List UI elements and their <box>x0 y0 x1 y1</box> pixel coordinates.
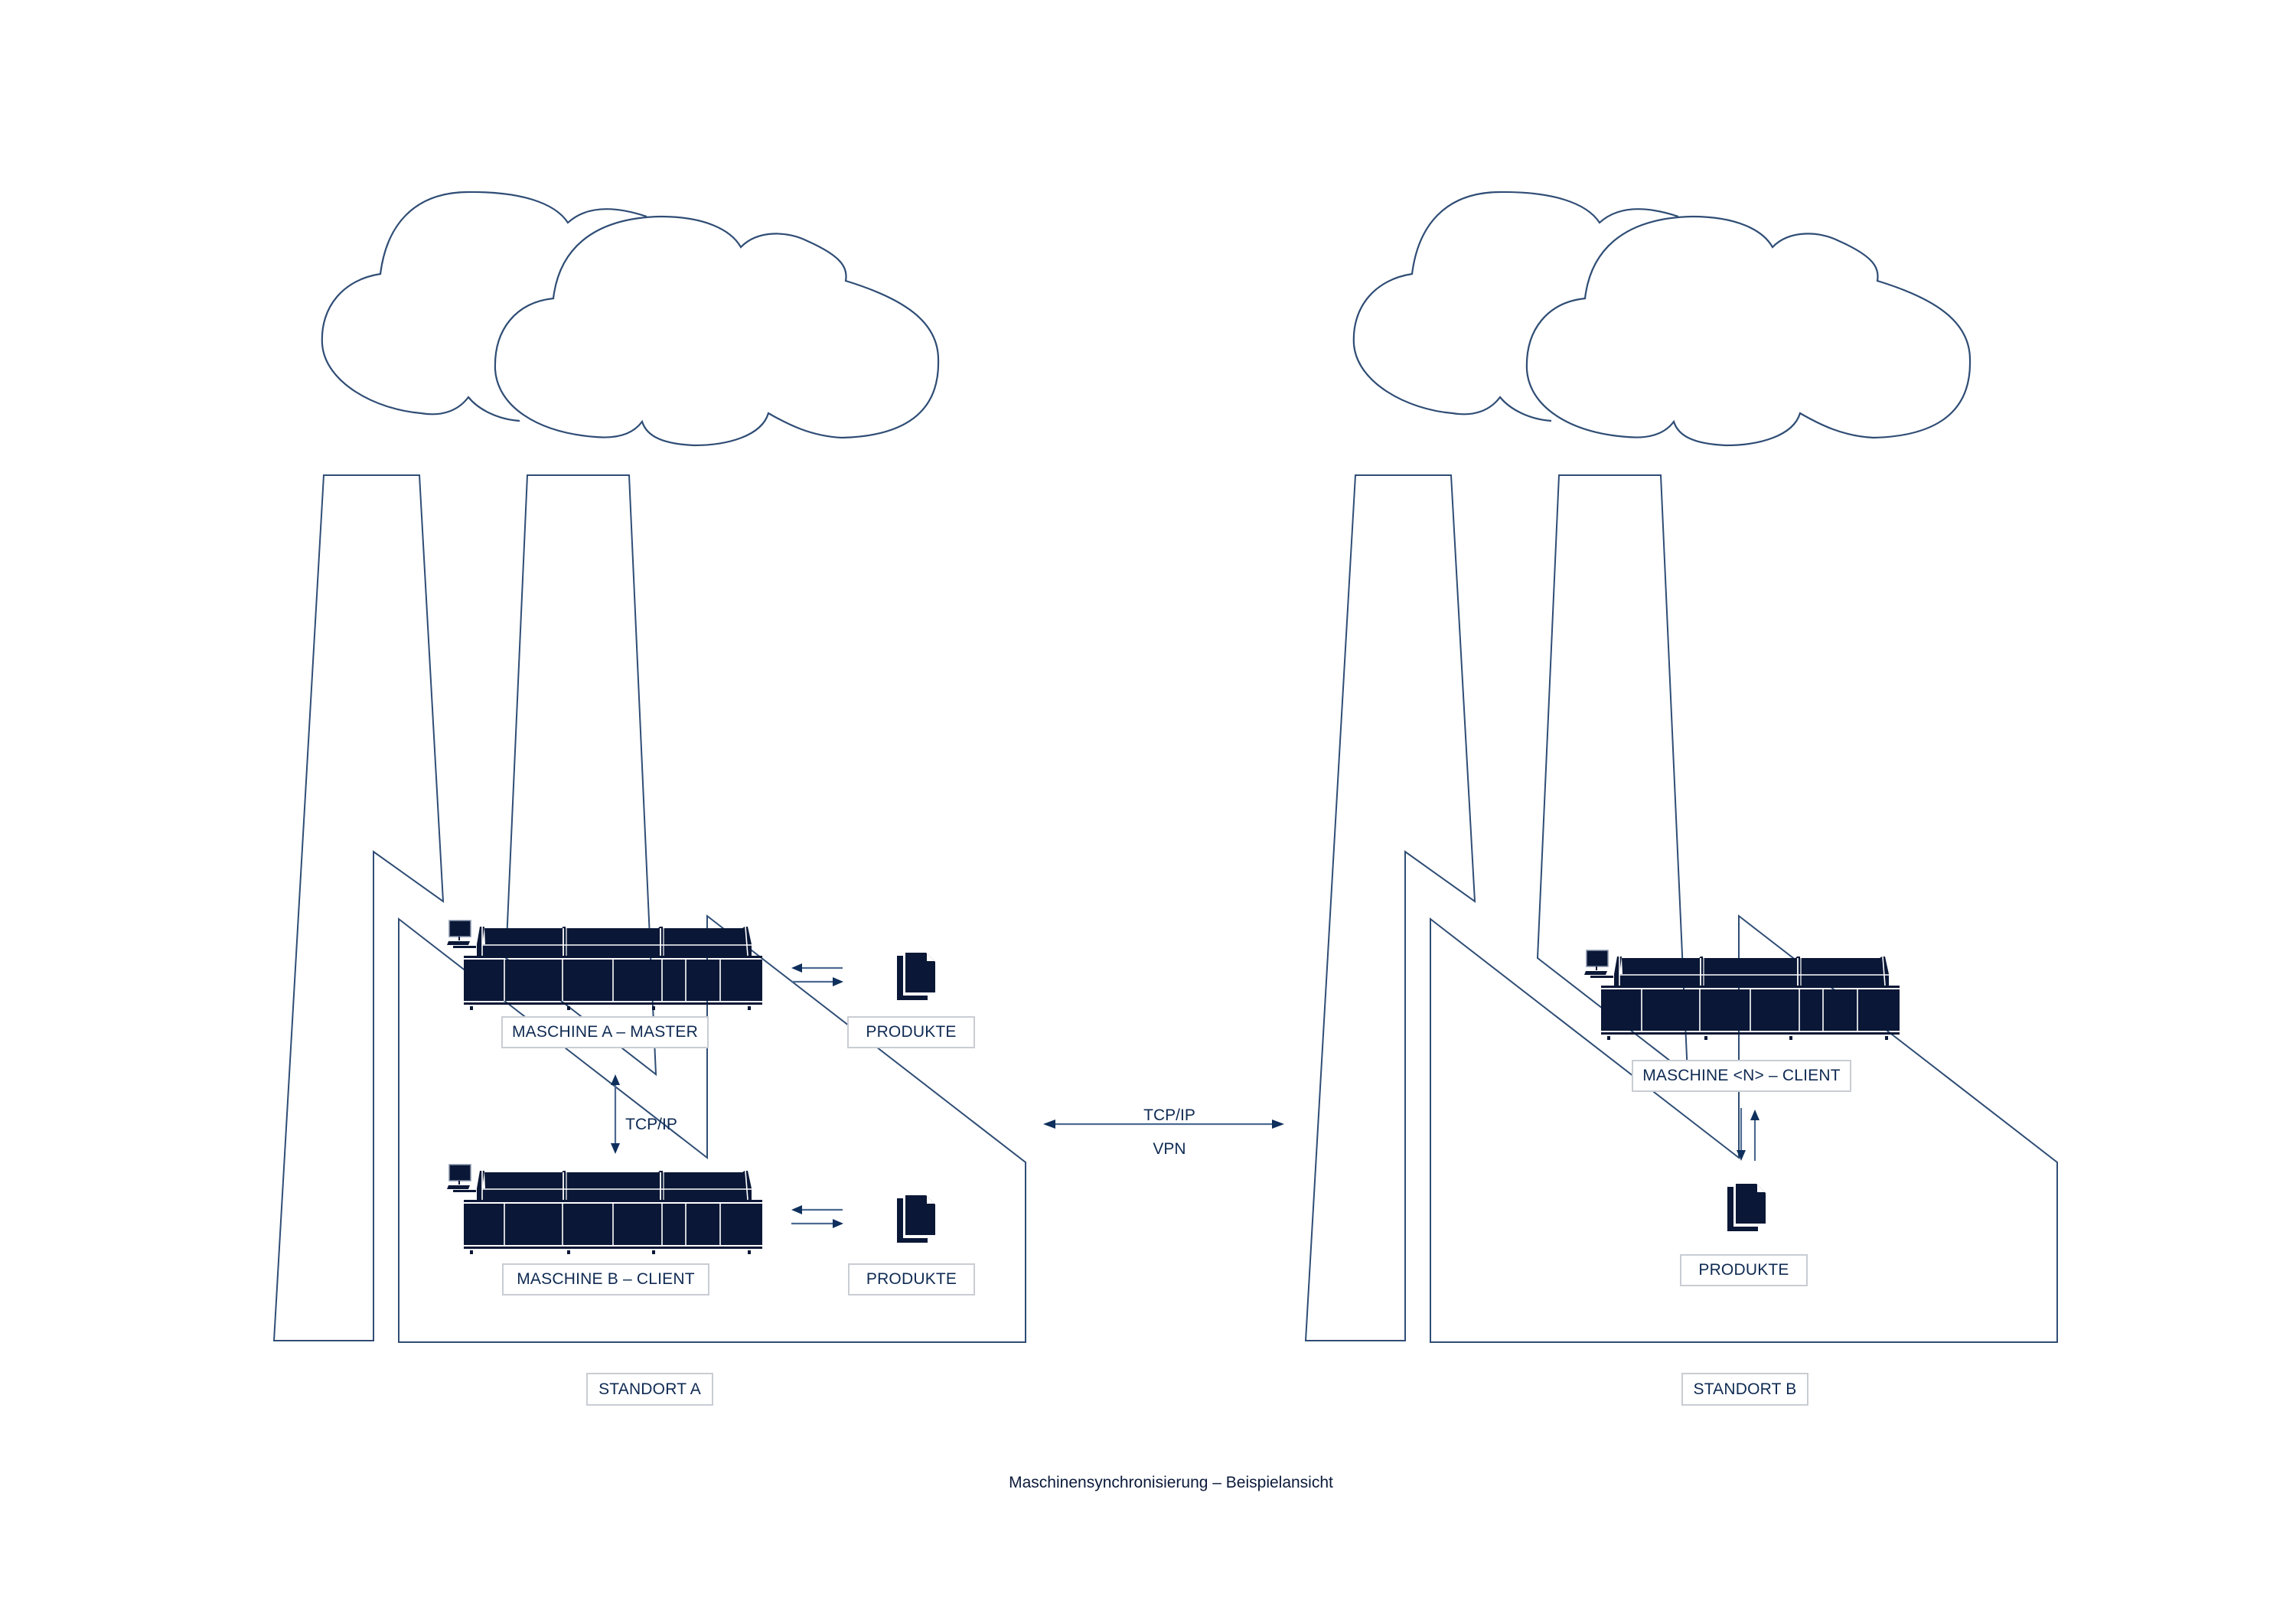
site-b <box>1304 191 2058 1343</box>
machine-n-icon <box>1583 950 1900 1041</box>
diagram-caption: Maschinensynchronisierung – Beispielansi… <box>1009 1474 1333 1491</box>
cloud-icon <box>321 191 647 422</box>
site-link-label-top: TCP/IP <box>1143 1106 1195 1124</box>
arrow-site-link-vpn <box>1043 1119 1284 1129</box>
machine-a-label: MASCHINE A – MASTER <box>501 1016 709 1048</box>
arrow-products-to-machine-n <box>1750 1110 1760 1161</box>
arrow-products-to-machine-b <box>791 1205 843 1214</box>
factory-building <box>1430 914 2058 1343</box>
cloud-icon <box>494 215 940 447</box>
products-a-icon <box>897 953 935 1000</box>
arrow-machine-b-to-products <box>791 1219 843 1228</box>
products-a-label: PRODUKTE <box>847 1016 975 1048</box>
site-a-label: STANDORT A <box>586 1373 713 1406</box>
cloud-icon <box>1352 191 1679 422</box>
clouds-b <box>1352 191 1971 447</box>
cloud-icon <box>1525 215 1971 447</box>
arrow-products-to-machine-a <box>791 963 843 973</box>
site-a <box>272 191 1026 1343</box>
chimney-left <box>272 474 445 1341</box>
arrow-tcpip-internal <box>611 1074 620 1154</box>
factory-icon <box>1304 474 2058 1343</box>
arrow-machine-n-to-products <box>1737 1108 1746 1161</box>
site-link-label-bottom: VPN <box>1153 1140 1186 1158</box>
machine-n-label: MASCHINE <N> – CLIENT <box>1632 1060 1851 1092</box>
arrow-machine-a-to-products <box>791 977 843 986</box>
chimney-right <box>504 474 657 1077</box>
products-b-label: PRODUKTE <box>848 1263 975 1295</box>
clouds-a <box>321 191 940 447</box>
site-b-label: STANDORT B <box>1681 1373 1808 1406</box>
chimney-left <box>1304 474 1476 1341</box>
machine-b-icon <box>446 1164 763 1255</box>
tcpip-internal-label: TCP/IP <box>625 1116 677 1133</box>
machine-a-icon <box>446 920 763 1011</box>
machine-b-label: MASCHINE B – CLIENT <box>502 1263 709 1295</box>
products-n-label: PRODUKTE <box>1680 1254 1808 1286</box>
